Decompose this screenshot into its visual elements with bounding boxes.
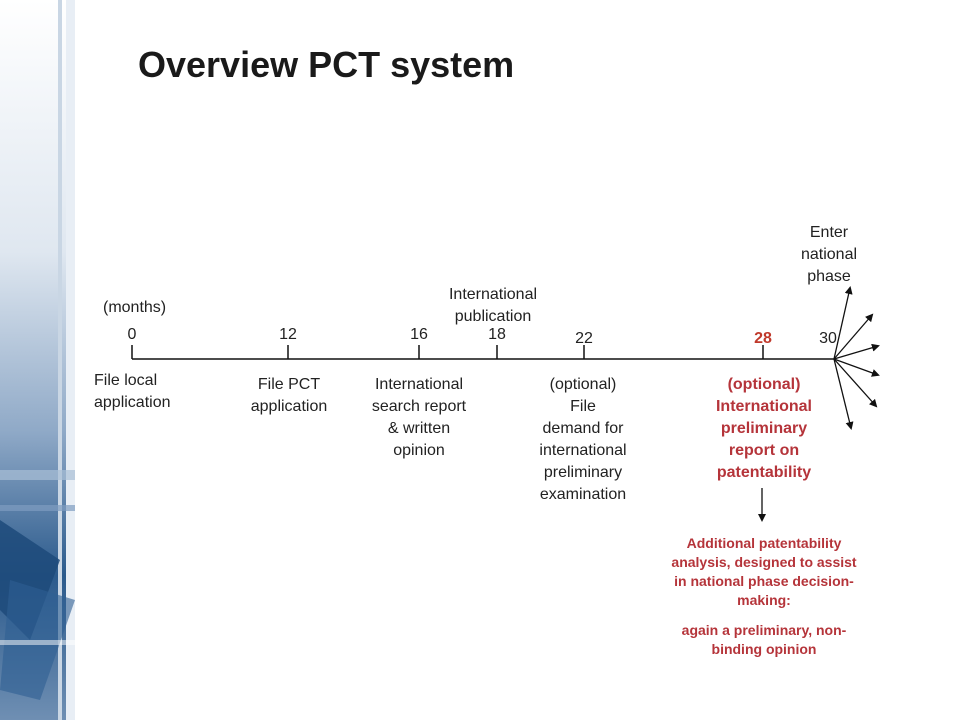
page-title: Overview PCT system	[138, 44, 515, 85]
preliminary-opinion-note: again a preliminary, non- binding opinio…	[681, 622, 847, 657]
event-file-local-application: File local application	[94, 372, 171, 411]
tick-label-28: 28	[754, 330, 772, 347]
national-phase-arrows	[833, 286, 880, 430]
event-international-search-report: International search report & written op…	[371, 376, 467, 459]
tick-label-16: 16	[410, 326, 428, 343]
event-preliminary-report-on-patentability: (optional) International preliminary rep…	[715, 376, 812, 481]
decorative-side-band	[0, 0, 75, 720]
unit-label: (months)	[103, 299, 167, 316]
tick-label-12: 12	[279, 326, 297, 343]
event-enter-national-phase: Enter national phase	[800, 224, 858, 285]
tick-label-22: 22	[575, 330, 593, 347]
event-international-publication: International publication	[448, 286, 538, 325]
tick-label-0: 0	[127, 326, 137, 343]
event-demand-for-preliminary-examination: (optional) File demand for international…	[539, 376, 627, 503]
tick-label-30: 30	[819, 330, 837, 347]
event-file-pct-application: File PCT application	[250, 376, 328, 415]
additional-analysis-note: Additional patentability analysis, desig…	[671, 535, 857, 608]
tick-label-18: 18	[488, 326, 506, 343]
